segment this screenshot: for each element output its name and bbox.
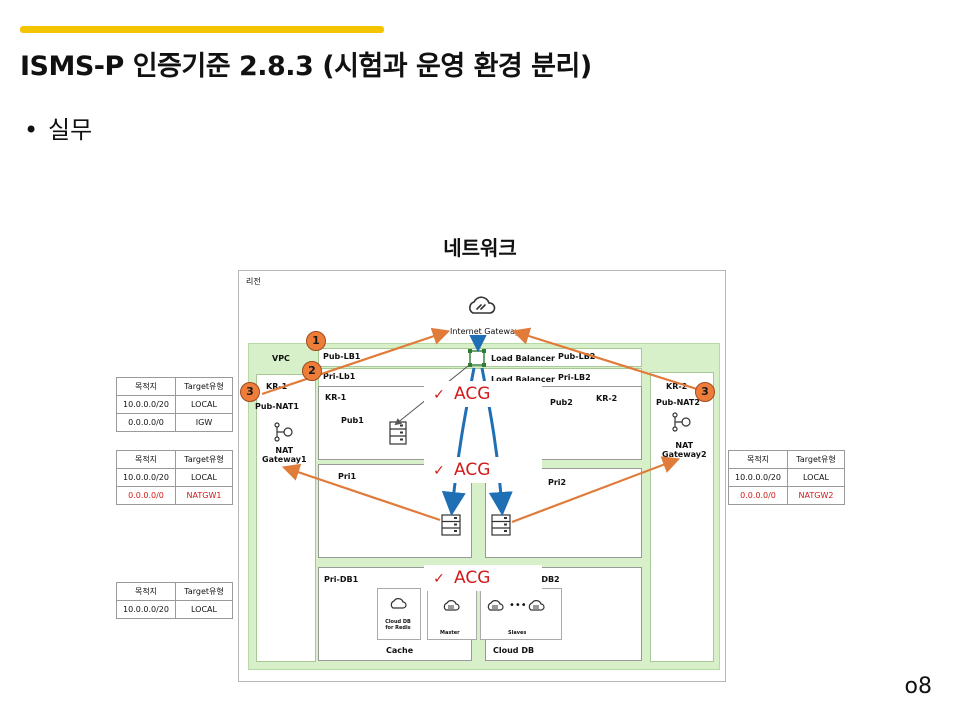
cell-target: LOCAL bbox=[175, 468, 233, 487]
ellipsis-icon: ••• bbox=[509, 600, 527, 611]
master-label: Master bbox=[440, 630, 460, 636]
check-icon: ✓ bbox=[433, 463, 445, 479]
step-badge-2: 2 bbox=[302, 361, 322, 381]
cloud-db-redis-label: Cloud DB for Redis bbox=[385, 619, 411, 631]
region-label: 리전 bbox=[246, 277, 261, 286]
cell-target: NATGW2 bbox=[787, 486, 845, 505]
nat-gateway1-label: NAT Gateway1 bbox=[262, 446, 307, 464]
acg-label-3: ✓ ACG bbox=[424, 565, 542, 591]
bullet-text: 실무 bbox=[48, 116, 93, 144]
check-icon: ✓ bbox=[433, 571, 445, 587]
title-accent-bar bbox=[20, 26, 384, 33]
header-destination: 목적지 bbox=[116, 377, 176, 396]
acg-text: ACG bbox=[454, 384, 491, 404]
cloud-db-label: Cloud DB bbox=[493, 646, 535, 655]
cell-target: LOCAL bbox=[787, 468, 845, 487]
cell-destination: 0.0.0.0/0 bbox=[116, 486, 176, 505]
cell-destination: 10.0.0.0/20 bbox=[116, 395, 176, 414]
pri-db1-label: Pri-DB1 bbox=[324, 575, 359, 584]
header-destination: 목적지 bbox=[116, 582, 176, 601]
nat-gateway2-icon bbox=[671, 412, 693, 436]
page-number: o8 bbox=[904, 674, 932, 699]
pub-lb2-label: Pub-LB2 bbox=[558, 352, 596, 361]
acg-label-2: ✓ ACG bbox=[424, 457, 542, 483]
internet-gateway-icon bbox=[466, 294, 496, 324]
pri-lb2-label: Pri-LB2 bbox=[558, 373, 591, 382]
check-icon: ✓ bbox=[433, 387, 445, 403]
pri-db2-label: -DB2 bbox=[538, 575, 560, 584]
pub-nat2-label: Pub-NAT2 bbox=[656, 398, 700, 407]
pub-lb1-label: Pub-LB1 bbox=[323, 352, 361, 361]
cell-target: LOCAL bbox=[175, 600, 233, 619]
step-badge-1: 1 bbox=[306, 331, 326, 351]
header-target-type: Target유형 bbox=[787, 450, 845, 469]
bullet-dot-icon: • bbox=[24, 116, 39, 144]
load-balancer-label-1: Load Balancer bbox=[491, 354, 555, 363]
cell-destination: 10.0.0.0/20 bbox=[116, 468, 176, 487]
arrow-pri2-to-nat2 bbox=[511, 456, 681, 524]
slave-db-icon-2 bbox=[527, 598, 545, 618]
pri-lb1-label: Pri-Lb1 bbox=[323, 372, 356, 381]
header-target-type: Target유형 bbox=[175, 582, 233, 601]
vpc-label: VPC bbox=[272, 354, 290, 363]
header-target-type: Target유형 bbox=[175, 377, 233, 396]
acg-text: ACG bbox=[454, 460, 491, 480]
cache-label: Cache bbox=[386, 646, 414, 655]
arrow-pri1-to-nat1 bbox=[281, 463, 441, 522]
pri2-label: Pri2 bbox=[548, 478, 567, 487]
cell-destination: 10.0.0.0/20 bbox=[116, 600, 176, 619]
kr1-label: KR-1 bbox=[266, 382, 288, 391]
master-db-icon bbox=[442, 598, 460, 618]
pub-nat1-label: Pub-NAT1 bbox=[255, 402, 299, 411]
internet-gateway-label: Internet Gateway bbox=[450, 327, 520, 336]
cell-target: IGW bbox=[175, 413, 233, 432]
header-target-type: Target유형 bbox=[175, 450, 233, 469]
diagram-title: 네트워크 bbox=[443, 236, 517, 260]
acg-text: ACG bbox=[454, 568, 491, 588]
nat-gateway1-icon bbox=[273, 422, 295, 446]
step-badge-3-left: 3 bbox=[240, 382, 260, 402]
kr1-inner-label: KR-1 bbox=[325, 393, 347, 402]
acg-label-1: ✓ ACG bbox=[424, 381, 542, 407]
arrow-kr2-to-igw bbox=[511, 327, 701, 392]
cell-destination: 10.0.0.0/20 bbox=[728, 468, 788, 487]
cell-destination: 0.0.0.0/0 bbox=[728, 486, 788, 505]
pri1-label: Pri1 bbox=[338, 472, 357, 481]
slide-title: ISMS-P 인증기준 2.8.3 (시험과 운영 환경 분리) bbox=[20, 51, 592, 82]
load-balancer-label-2: Load Balancer bbox=[491, 375, 555, 384]
pub1-label: Pub1 bbox=[341, 416, 364, 425]
arrow-kr1-to-igw bbox=[261, 327, 451, 396]
header-destination: 목적지 bbox=[728, 450, 788, 469]
cell-target: LOCAL bbox=[175, 395, 233, 414]
step-badge-3-right: 3 bbox=[695, 382, 715, 402]
header-destination: 목적지 bbox=[116, 450, 176, 469]
pri2-server-icon bbox=[491, 514, 511, 540]
redis-box bbox=[377, 588, 421, 640]
slave-db-icon bbox=[486, 598, 504, 618]
slaves-label: Slaves bbox=[508, 630, 527, 636]
cloud-db-redis-icon bbox=[389, 596, 407, 616]
bullet-item: • 실무 bbox=[24, 110, 92, 145]
kr2-inner-label: KR-2 bbox=[596, 394, 618, 403]
pub2-label: Pub2 bbox=[550, 398, 573, 407]
cell-target: NATGW1 bbox=[175, 486, 233, 505]
cell-destination: 0.0.0.0/0 bbox=[116, 413, 176, 432]
kr1-column bbox=[256, 374, 316, 662]
nat-gateway2-label: NAT Gateway2 bbox=[662, 441, 707, 459]
kr2-label: KR-2 bbox=[666, 382, 688, 391]
